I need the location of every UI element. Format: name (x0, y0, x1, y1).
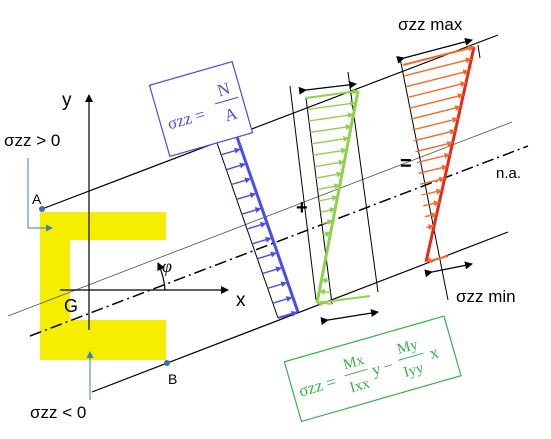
axial-stress-arrow (226, 162, 246, 171)
combined-stress-arrow (418, 164, 448, 175)
centroid-parallel-line (7, 121, 513, 317)
combined-stress-arrow (412, 117, 459, 131)
bending-formula-box (283, 315, 462, 423)
leader-arrow-positive (27, 158, 53, 232)
combined-stress-arrow (407, 81, 467, 99)
combined-stress-arrow (424, 212, 438, 219)
bending-stress-arrow (310, 124, 352, 134)
bending-stress-arrow (307, 100, 357, 111)
bending-stress-diagram (289, 71, 379, 326)
axial-stress-arrow (231, 177, 251, 186)
plus-sign: + (296, 197, 308, 219)
bending-stress-arrow (318, 288, 331, 295)
neutral-axis-label: n.a. (496, 165, 521, 182)
axial-stress-arrow (246, 222, 267, 230)
y-axis-label: y (62, 90, 72, 111)
x-axis-label: x (236, 290, 246, 311)
combined-stress-arrow (421, 188, 443, 196)
axial-stress-arrow (251, 236, 272, 245)
bending-formula-iyy: Iyy (402, 360, 426, 381)
combined-stress-arrow (415, 140, 454, 153)
neutral-axis-line (29, 145, 529, 337)
point-a-dot (39, 206, 45, 212)
bending-stress-arrow (308, 112, 354, 122)
axial-formula: σzz = N A (148, 60, 254, 158)
equals-sign: = (400, 153, 412, 175)
axial-stress-arrow (267, 281, 288, 290)
bending-stress-arrow (321, 277, 330, 284)
bending-stress-arrow (316, 300, 333, 307)
bending-stress-arrow (313, 147, 348, 156)
sigma-positive-label: σzz > 0 (4, 131, 60, 150)
combined-stress-arrow (410, 105, 462, 120)
c-section (40, 212, 166, 360)
point-b-label: B (168, 371, 177, 387)
centroid-label: G (64, 296, 78, 316)
bending-stress-arrow (321, 219, 334, 226)
bending-formula-mx: Mx (341, 352, 366, 373)
bending-formula: σzz = Mx Ixx y − My Iyy x (283, 315, 462, 423)
sigma-negative-label: σzz < 0 (30, 403, 86, 422)
combined-stress-arrow (405, 69, 470, 88)
point-a-label: A (32, 191, 42, 207)
bending-stress-arrow (318, 195, 338, 202)
axial-stress-arrow (220, 147, 241, 156)
axial-stress-arrow (262, 266, 282, 275)
sigma-max-label: σzz max (398, 15, 463, 34)
bending-stress-arrow (315, 171, 343, 179)
axial-stress-arrow (257, 251, 277, 260)
combined-stress-arrow (409, 93, 464, 110)
bending-formula-ixx: Ixx (348, 375, 372, 396)
sigma-min-label: σzz min (456, 287, 516, 306)
combined-stress-arrow (423, 200, 440, 207)
axial-formula-numerator: N (215, 79, 232, 101)
angle-arc (157, 262, 166, 291)
bending-stress-arrow (311, 135, 350, 145)
bending-stress-arrow (314, 159, 345, 168)
bending-stress-arrow (320, 207, 336, 214)
axial-formula-box (148, 60, 254, 158)
bending-stress-arrow (317, 183, 341, 191)
top-bound-line (41, 34, 499, 210)
combined-stress-arrow (413, 129, 456, 142)
axial-stress-arrow (236, 192, 257, 201)
combined-stress-arrow (416, 152, 451, 164)
axial-stress-diagram (215, 133, 300, 319)
axial-stress-arrow (277, 311, 298, 319)
bending-stress-arrow (323, 231, 332, 238)
combined-stress-diagram (396, 37, 481, 301)
axial-formula-denominator: A (222, 103, 240, 125)
axial-stress-arrow (272, 296, 293, 304)
angle-label: φ (162, 256, 172, 276)
axial-stress-arrow (241, 207, 262, 215)
point-b-dot (164, 360, 170, 366)
combined-stress-arrow (426, 224, 435, 231)
bending-formula-my: My (395, 337, 420, 358)
bending-stress-arrow (305, 88, 359, 99)
combined-stress-arrow (419, 176, 446, 185)
